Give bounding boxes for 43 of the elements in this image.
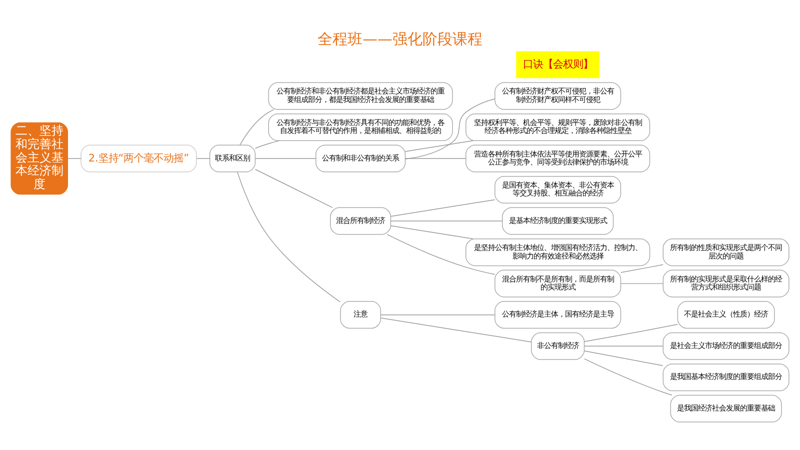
node-box: 混合所有制经济 <box>330 206 392 234</box>
node-box: 营造各种所有制主体依法平等使用资源要素、公开公平公正参与竞争、同等受到法律保护的市场环境 <box>466 144 650 172</box>
node-box: 所有制的实现形式是采取什么样的经营方式和组织形式问题 <box>662 269 790 297</box>
node-box: 坚持权利平等、机会平等、规则平等，废除对非公有制经济各种形式的不合理规定，消除各种隐性壁垒 <box>466 112 650 141</box>
node-box: 是我国经济社会发展的重要基础 <box>670 394 782 422</box>
node-box: 是基本经济制度的重要实现形式 <box>502 206 614 234</box>
node-box: 是我国基本经济制度的重要组成部分 <box>662 363 790 391</box>
node-box: 公有制经济与非公有制经济具有不同的功能和优势，各自发挥着不可替代的作用，是相辅相成、相得益彰的 <box>268 112 453 141</box>
node-box: 公有制和非公有制的关系 <box>316 144 406 172</box>
diagram-title: 全程班——强化阶段课程 <box>318 29 482 48</box>
connector <box>380 314 496 315</box>
connector <box>405 98 496 159</box>
connector <box>404 140 474 152</box>
connector <box>254 168 333 208</box>
node-box: 联系和区别 <box>209 144 256 172</box>
node-box: 是社会主义市场经济的重要组成部分 <box>662 332 790 360</box>
connector <box>237 171 341 302</box>
node-box: 2.坚持“两个毫不动摇” <box>80 144 197 172</box>
node-box: 所有制的性质和实现形式是两个不同层次的问题 <box>662 238 790 266</box>
connector <box>390 224 474 239</box>
connector <box>620 282 664 284</box>
connector <box>240 108 274 145</box>
connector <box>390 220 503 221</box>
node-box: 公有制经济是主体，国有经济是主导 <box>494 300 622 328</box>
connector <box>584 350 664 366</box>
label: 口诀【会权则】 <box>522 58 593 70</box>
connector <box>584 324 678 342</box>
node-box: 不是社会主义（性质）经济 <box>677 300 775 328</box>
connector <box>584 358 672 396</box>
node-box: 是坚持公有制主体地位、增强国有经济活力、控制力、影响力的有效途径和必然选择 <box>466 238 650 266</box>
connector <box>620 264 664 272</box>
connector <box>254 140 280 148</box>
connector <box>386 234 496 274</box>
connector <box>584 345 664 346</box>
connector <box>380 317 532 342</box>
node-box: 混合所有制不是所有制，而是所有制的实现形式 <box>494 269 622 297</box>
node-box: 是国有资本、集体资本、非公有资本等交叉持股、相互融合的经济 <box>494 176 622 204</box>
node-box: 注意 <box>340 300 382 328</box>
node-box: 非公有制经济 <box>531 332 585 360</box>
connector <box>390 198 496 216</box>
node-box: 二、坚持和完善社会主义基本经济制度 <box>10 122 68 194</box>
node-box: 公有制经济财产权不可侵犯，非公有制经济财产权同样不可侵犯 <box>494 82 622 110</box>
node-box: 公有制经济和非公有制经济都是社会主义市场经济的重要组成部分，都是我国经济社会发展的重要基础 <box>268 82 453 110</box>
